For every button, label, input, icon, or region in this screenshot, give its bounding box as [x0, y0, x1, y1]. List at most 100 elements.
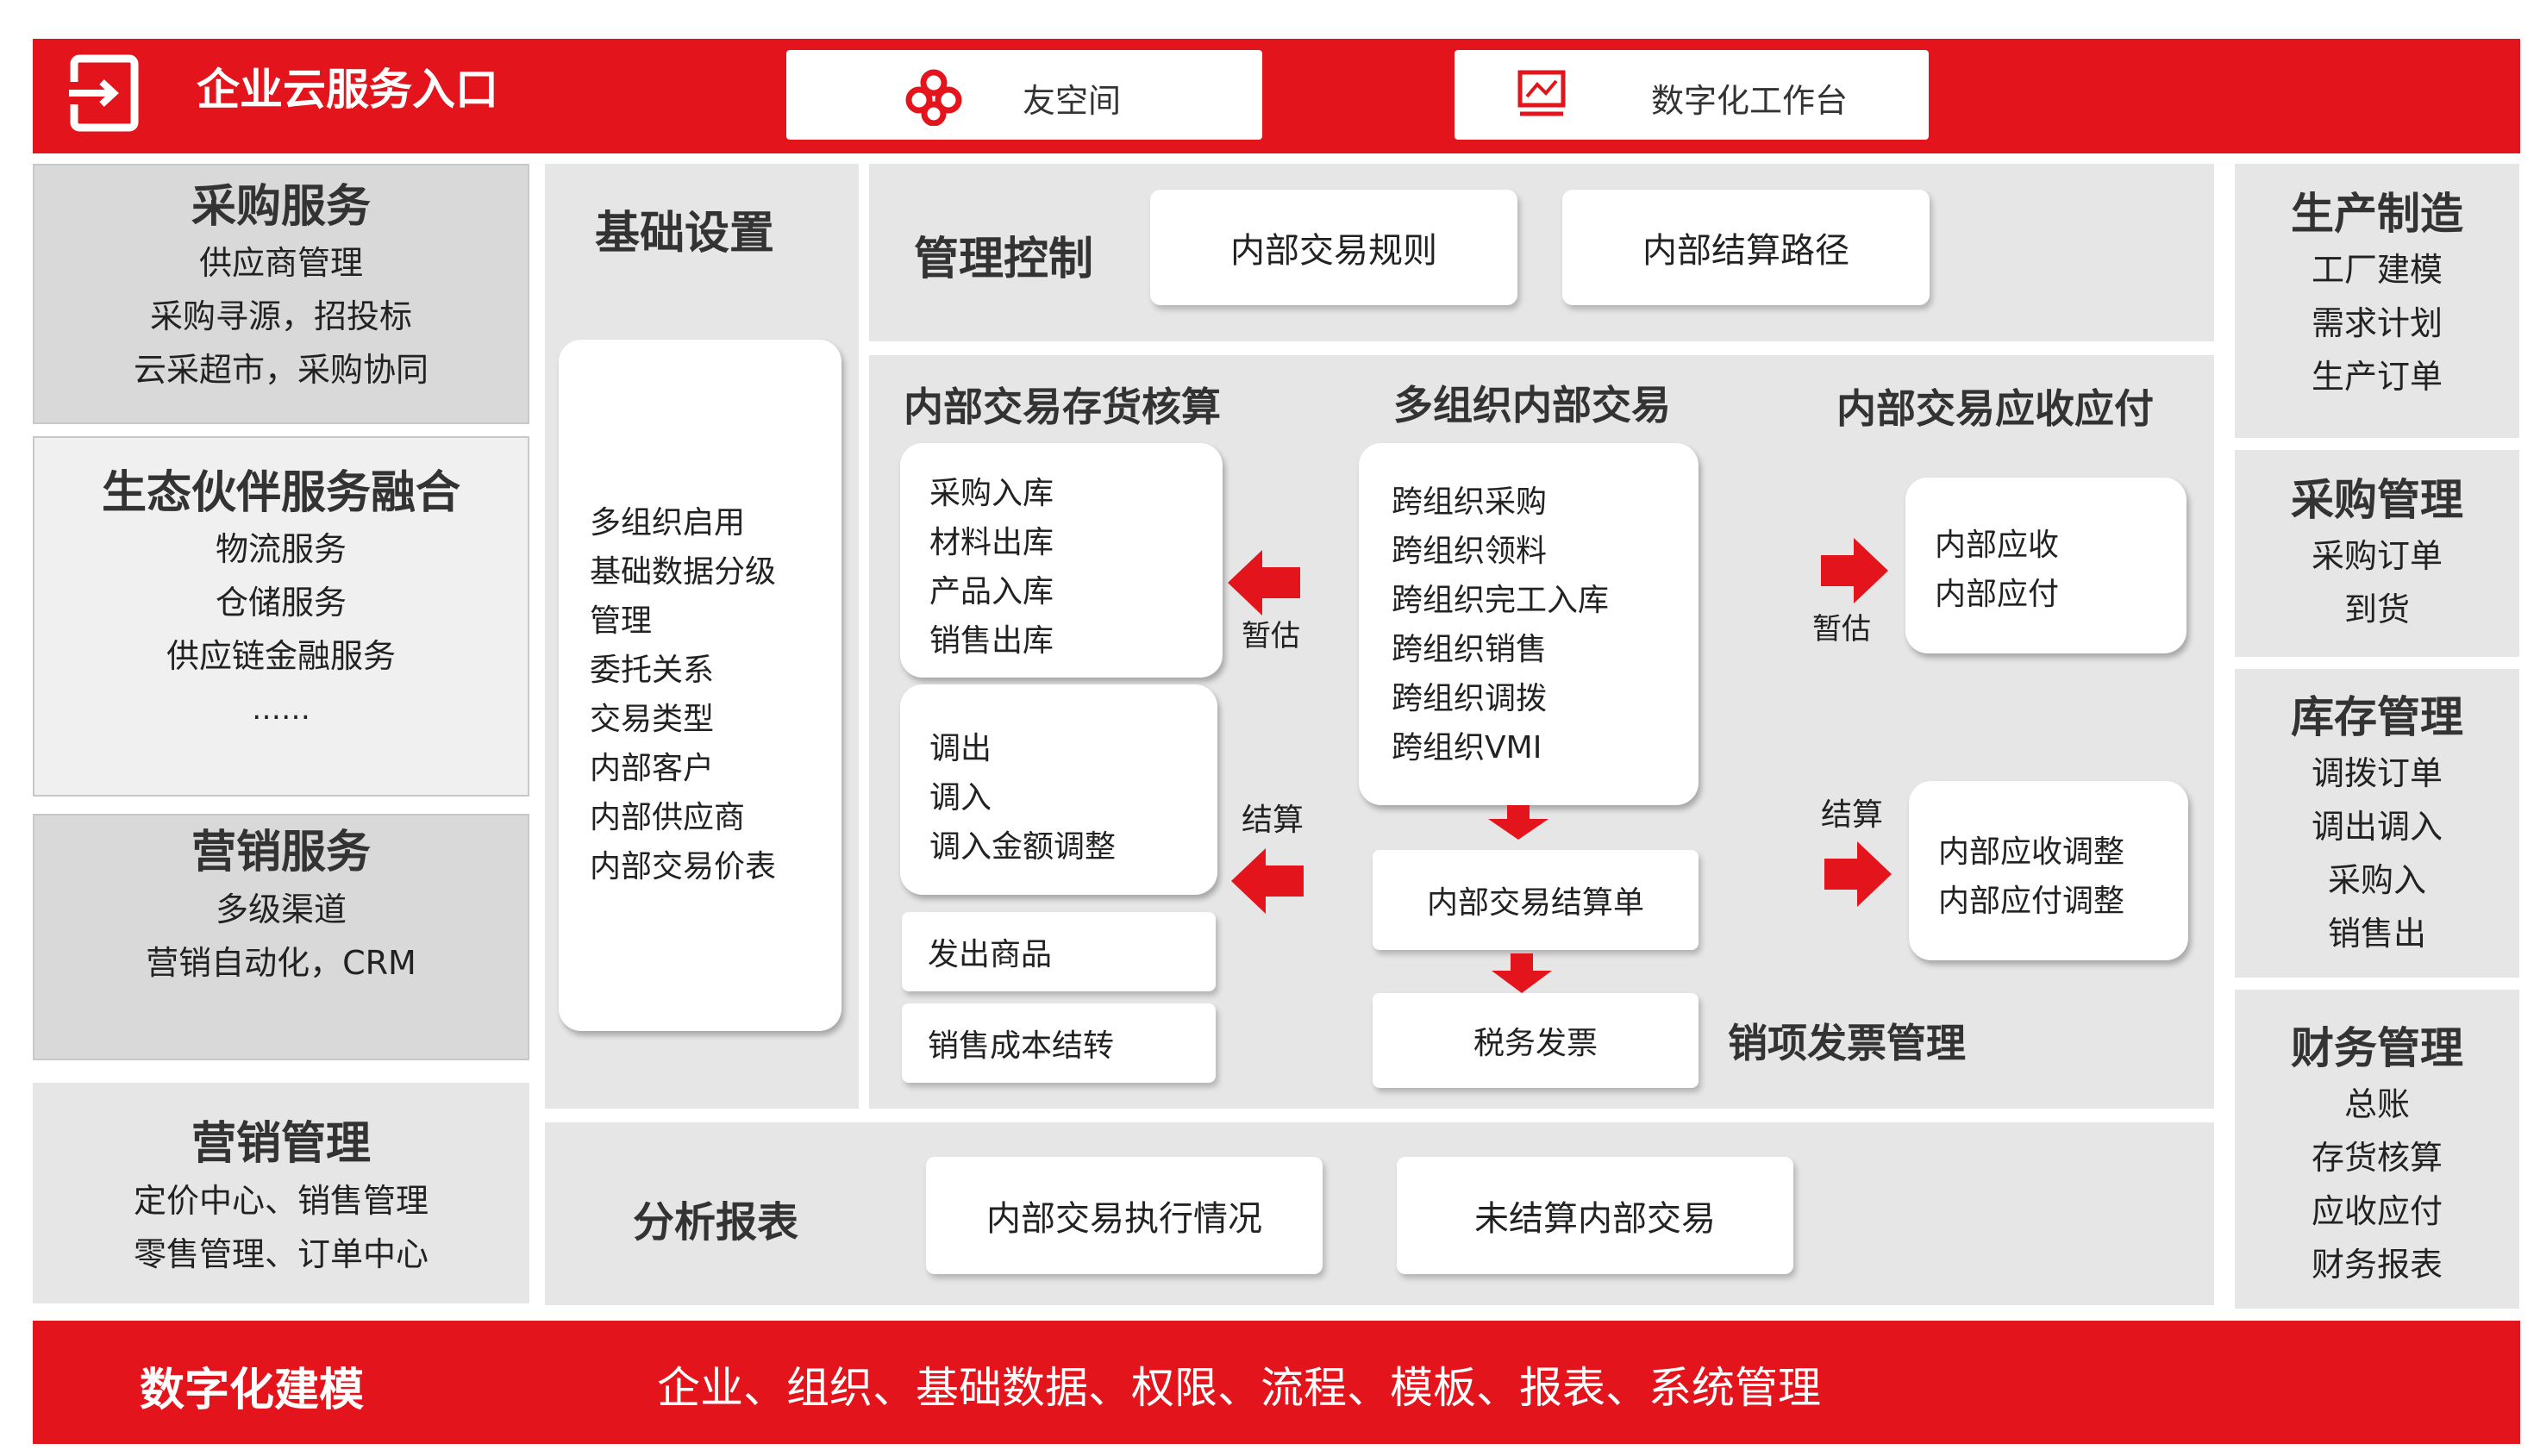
multi-org-item: 跨组织VMI [1392, 730, 1542, 765]
base-settings-title: 基础设置 [595, 208, 775, 259]
internal-trade-rules-label: 内部交易规则 [1230, 231, 1437, 271]
sales-cost-carryover-label: 销售成本结转 [928, 1028, 1115, 1064]
production-item: 工厂建模 [2311, 251, 2443, 289]
arrow-down-invoice-icon [1492, 953, 1552, 993]
digital-modeling-title: 数字化建模 [140, 1365, 365, 1416]
arrow-right-settle-icon [1824, 841, 1892, 907]
ar-ap-item: 内部应收 [1935, 528, 2060, 563]
multi-org-item: 跨组织销售 [1392, 632, 1548, 667]
output-invoice-mgmt-title: 销项发票管理 [1728, 1020, 1966, 1066]
base-settings-item: 基础数据分级 [590, 554, 777, 590]
portal-title: 企业云服务入口 [197, 65, 498, 115]
eco-item: 物流服务 [215, 530, 347, 568]
tax-invoice-label: 税务发票 [1473, 1026, 1598, 1061]
ar-ap-adjust-card: 内部应收调整 内部应付调整 [1909, 781, 2188, 960]
goods-issued-label: 发出商品 [928, 937, 1053, 972]
eco-item: 仓储服务 [215, 584, 347, 622]
production-item: 生产订单 [2311, 358, 2443, 396]
marketing-service-item: 多级渠道 [215, 890, 347, 928]
internal-settlement-path-label: 内部结算路径 [1642, 231, 1849, 271]
internal-trade-execution-label: 内部交易执行情况 [986, 1199, 1262, 1239]
eco-partner-title: 生态伙伴服务融合 [101, 467, 460, 519]
panel-production: 生产制造 工厂建模 需求计划 生产订单 [2235, 164, 2519, 438]
inventory-item: 产品入库 [929, 574, 1054, 609]
label-settle-right: 结算 [1821, 797, 1884, 833]
ar-ap-title: 内部交易应收应付 [1836, 385, 2154, 432]
panel-marketing-service: 营销服务 多级渠道 营销自动化，CRM [33, 814, 529, 1060]
marketing-mgmt-item: 零售管理、订单中心 [133, 1235, 429, 1273]
transfer-item: 调入金额调整 [929, 829, 1117, 865]
panel-marketing-mgmt: 营销管理 定价中心、销售管理 零售管理、订单中心 [33, 1083, 529, 1303]
tab-digital-workbench-label: 数字化工作台 [1651, 82, 1849, 120]
inventory-item: 销售出库 [929, 623, 1054, 659]
base-settings-item: 内部交易价表 [590, 849, 777, 884]
internal-trade-execution-button[interactable]: 内部交易执行情况 [926, 1157, 1323, 1274]
inventory-item: 材料出库 [929, 525, 1054, 560]
panel-management-control [869, 164, 2214, 341]
finance-mgmt-item: 财务报表 [2311, 1246, 2443, 1284]
analysis-report-title: 分析报表 [633, 1198, 799, 1247]
base-settings-item: 内部供应商 [590, 800, 746, 835]
marketing-mgmt-title: 营销管理 [191, 1118, 371, 1170]
tab-youkongjian[interactable]: 友空间 [786, 50, 1262, 140]
label-estimate-right: 暂估 [1812, 612, 1871, 647]
panel-purchase-mgmt: 采购管理 采购订单 到货 [2235, 450, 2519, 657]
ar-ap-card: 内部应收 内部应付 [1905, 478, 2187, 653]
internal-settlement-doc-button[interactable]: 内部交易结算单 [1373, 850, 1699, 950]
transfer-item: 调出 [929, 731, 992, 766]
internal-settlement-path-button[interactable]: 内部结算路径 [1562, 190, 1930, 305]
tab-digital-workbench[interactable]: 数字化工作台 [1455, 50, 1929, 140]
inventory-mgmt-item: 销售出 [2327, 915, 2426, 953]
transfer-item: 调入 [929, 780, 992, 815]
inventory-mgmt-item: 调拨订单 [2311, 754, 2443, 792]
arrow-right-estimate-icon [1821, 538, 1888, 603]
digital-modeling-items: 企业、组织、基础数据、权限、流程、模板、报表、系统管理 [657, 1363, 1821, 1413]
inventory-accounting-title: 内部交易存货核算 [904, 384, 1221, 430]
base-settings-item: 交易类型 [590, 702, 715, 737]
multi-org-card: 跨组织采购 跨组织领料 跨组织完工入库 跨组织销售 跨组织调拨 跨组织VMI [1359, 443, 1699, 805]
multi-org-item: 跨组织调拨 [1392, 681, 1548, 716]
management-control-title: 管理控制 [914, 234, 1094, 285]
base-settings-item: 多组织启用 [590, 505, 746, 541]
production-title: 生产制造 [2291, 189, 2463, 239]
unsettled-internal-trade-label: 未结算内部交易 [1474, 1199, 1716, 1239]
eco-item: 供应链金融服务 [166, 637, 396, 675]
production-item: 需求计划 [2311, 304, 2443, 342]
panel-analysis-report [545, 1122, 2214, 1305]
panel-inventory-mgmt: 库存管理 调拨订单 调出调入 采购入 销售出 [2235, 669, 2519, 978]
marketing-service-item: 营销自动化，CRM [146, 944, 416, 982]
tab-youkongjian-label: 友空间 [1023, 82, 1122, 120]
workbench-screen-icon [1517, 70, 1566, 116]
panel-eco-partner: 生态伙伴服务融合 物流服务 仓储服务 供应链金融服务 …… [33, 436, 529, 797]
unsettled-internal-trade-button[interactable]: 未结算内部交易 [1397, 1157, 1793, 1274]
purchase-mgmt-title: 采购管理 [2291, 475, 2463, 525]
marketing-mgmt-item: 定价中心、销售管理 [133, 1182, 429, 1220]
inventory-mgmt-title: 库存管理 [2291, 692, 2463, 742]
marketing-service-title: 营销服务 [191, 827, 371, 878]
label-estimate-left: 暂估 [1242, 619, 1300, 653]
arrow-down-settlement-icon [1488, 805, 1548, 840]
base-settings-item: 内部客户 [590, 751, 715, 786]
inventory-card-transfers: 调出 调入 调入金额调整 [900, 684, 1217, 895]
procurement-item: 供应商管理 [198, 244, 363, 282]
procurement-item: 云采超市，采购协同 [133, 351, 429, 389]
arrow-left-estimate-icon [1228, 550, 1300, 616]
multi-org-trade-title: 多组织内部交易 [1393, 382, 1671, 428]
logout-icon [67, 54, 139, 132]
tax-invoice-button[interactable]: 税务发票 [1373, 993, 1699, 1088]
procurement-service-title: 采购服务 [191, 181, 371, 233]
goods-issued-button[interactable]: 发出商品 [902, 912, 1216, 991]
inventory-card-receipts: 采购入库 材料出库 产品入库 销售出库 [900, 443, 1223, 678]
panel-finance-mgmt: 财务管理 总账 存货核算 应收应付 财务报表 [2235, 990, 2519, 1309]
procurement-item: 采购寻源，招投标 [149, 297, 412, 335]
youkongjian-logo-icon [905, 69, 962, 126]
sales-cost-carryover-button[interactable]: 销售成本结转 [902, 1003, 1216, 1083]
panel-procurement-service: 采购服务 供应商管理 采购寻源，招投标 云采超市，采购协同 [33, 164, 529, 424]
base-settings-card: 多组织启用 基础数据分级 管理 委托关系 交易类型 内部客户 内部供应商 内部交… [559, 340, 841, 1031]
inventory-mgmt-item: 调出调入 [2311, 808, 2443, 846]
purchase-mgmt-item: 采购订单 [2311, 537, 2443, 575]
ar-ap-adjust-item: 内部应付调整 [1938, 884, 2125, 919]
eco-item: …… [252, 692, 310, 727]
finance-mgmt-item: 总账 [2343, 1085, 2410, 1123]
internal-trade-rules-button[interactable]: 内部交易规则 [1150, 190, 1517, 305]
